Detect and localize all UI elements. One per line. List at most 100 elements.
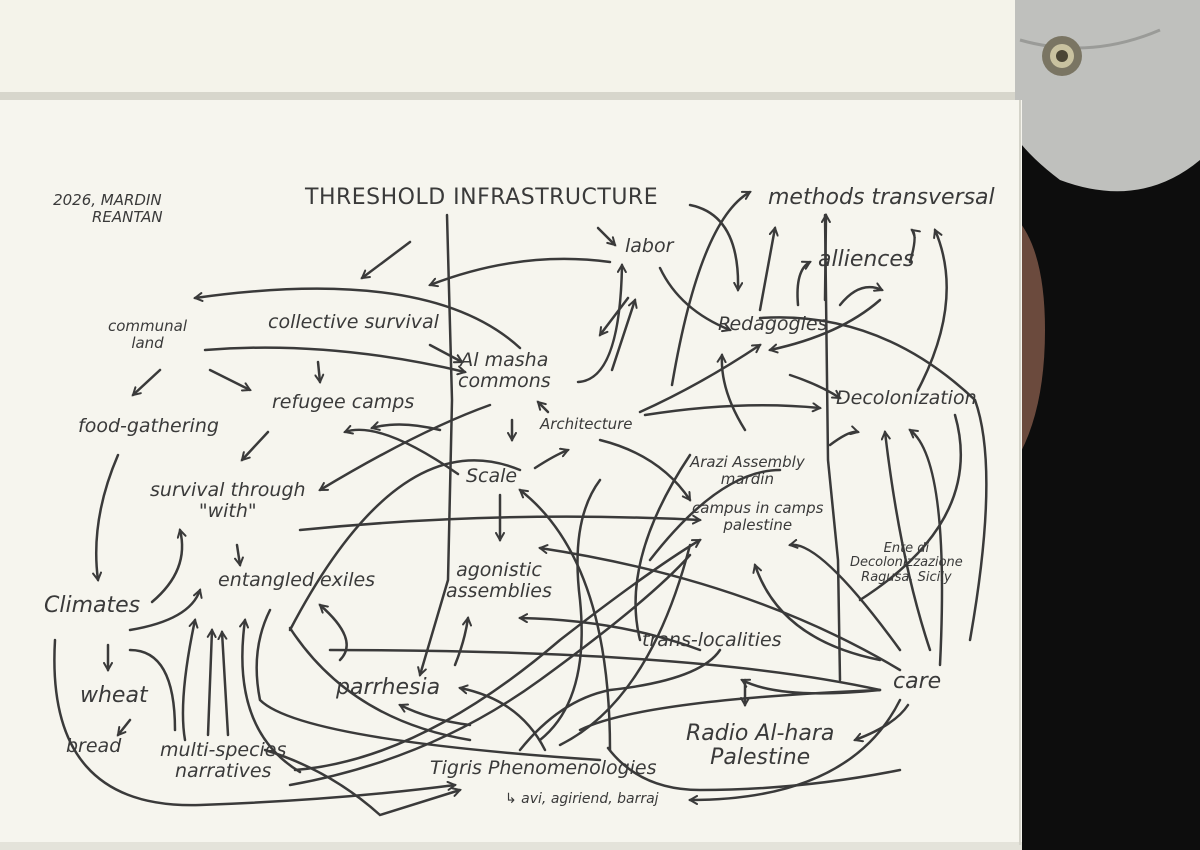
connector <box>133 368 162 395</box>
connector <box>318 360 320 382</box>
node-tigris-sub: ↳ avi, agiriend, barraj <box>505 791 659 807</box>
communal-line: communal <box>108 317 188 335</box>
connector <box>790 545 902 652</box>
connector <box>428 343 462 364</box>
connector <box>722 355 747 432</box>
node-agonistic-assemblies: agonistic assemblies <box>446 560 552 602</box>
connector <box>858 413 963 602</box>
connector <box>788 373 840 400</box>
connector <box>855 703 910 740</box>
connector <box>208 368 250 390</box>
connector <box>538 402 550 414</box>
narratives-line: narratives <box>174 759 272 782</box>
connector <box>598 296 630 335</box>
connector <box>328 648 882 692</box>
connector <box>540 548 902 672</box>
connector <box>558 543 692 747</box>
node-refugee-camps: refugee camps <box>272 391 415 413</box>
node-bread: bread <box>66 735 122 757</box>
node-collective-survival: collective survival <box>268 311 439 333</box>
campus-line: campus in camps <box>692 499 824 517</box>
radio-line: Radio Al-hara <box>686 721 835 746</box>
connector <box>222 632 230 737</box>
palestine-radio-line: Palestine <box>710 745 811 771</box>
connector <box>908 230 915 264</box>
mardin-line: mardin <box>720 469 774 488</box>
connector <box>345 430 460 476</box>
connector <box>755 565 882 662</box>
connector <box>606 746 902 792</box>
connector <box>758 228 775 312</box>
connector <box>288 553 692 787</box>
connector <box>320 605 348 662</box>
connector <box>638 343 760 414</box>
connector <box>916 230 948 392</box>
connector <box>634 453 692 642</box>
connector <box>838 287 882 307</box>
node-architecture: Architecture <box>540 415 633 433</box>
node-labor: labor <box>625 235 674 257</box>
connector <box>520 488 612 752</box>
connector <box>596 226 615 245</box>
connector <box>53 638 455 807</box>
ente-line: Ente di <box>883 541 930 556</box>
agonistic-line: agonistic <box>456 559 542 581</box>
multi-species-line: multi-species <box>160 739 287 761</box>
connector <box>208 630 212 737</box>
connection-lines <box>53 190 988 817</box>
connector <box>610 300 635 372</box>
survival-through-line: survival through <box>150 479 306 501</box>
connector <box>150 530 182 604</box>
connector <box>658 266 730 330</box>
node-survival-through-with: survival through "with" <box>150 480 306 522</box>
connector <box>203 346 465 372</box>
connector <box>538 478 602 742</box>
connector <box>885 432 932 652</box>
al-masha-line: Al masha <box>460 349 549 371</box>
connector <box>828 432 858 447</box>
node-campus-in-camps: campus in camps palestine <box>692 500 824 533</box>
node-trans-localities: trans-localities <box>642 629 782 651</box>
connector <box>690 698 902 800</box>
connector <box>825 215 826 302</box>
connector <box>520 618 702 652</box>
node-climates: Climates <box>44 593 141 618</box>
connector <box>195 287 522 350</box>
connector <box>823 213 842 682</box>
ragusa-line: Ragusa, Sicily <box>861 569 952 585</box>
connector <box>400 705 472 727</box>
connector <box>430 257 612 285</box>
commons-line: commons <box>458 369 551 392</box>
land-line: land <box>131 333 164 352</box>
connector <box>598 438 692 500</box>
connector <box>255 608 602 762</box>
connector <box>288 626 472 742</box>
notebook-back-page <box>0 0 1015 98</box>
connector <box>796 260 811 307</box>
node-entangled-exiles: entangled exiles <box>218 569 376 591</box>
connector <box>96 453 120 580</box>
connector <box>910 428 944 667</box>
connector <box>118 718 132 735</box>
arazi-line: Arazi Assembly <box>690 453 805 471</box>
node-arazi-assembly: Arazi Assembly mardin <box>690 454 805 487</box>
connector <box>533 450 568 470</box>
connector <box>362 240 412 280</box>
connector <box>242 430 270 460</box>
connector <box>128 648 177 732</box>
connector <box>298 517 700 532</box>
palestine-line: palestine <box>723 515 793 534</box>
node-multi-species: multi-species narratives <box>160 740 286 782</box>
with-line: "with" <box>198 499 257 522</box>
node-scale: Scale <box>466 465 518 487</box>
connector <box>758 316 988 642</box>
connector <box>518 648 722 752</box>
node-radio-al-hara: Radio Al-hara Palestine <box>686 721 835 771</box>
node-methods-transversal: methods transversal <box>768 185 995 210</box>
decolonizzazione-line: Decolonizzazione <box>850 555 963 571</box>
node-tigris-phenomenologies: Tigris Phenomenologies <box>430 757 657 779</box>
node-care: care <box>893 669 942 694</box>
connector <box>242 620 302 774</box>
connector <box>181 620 195 742</box>
